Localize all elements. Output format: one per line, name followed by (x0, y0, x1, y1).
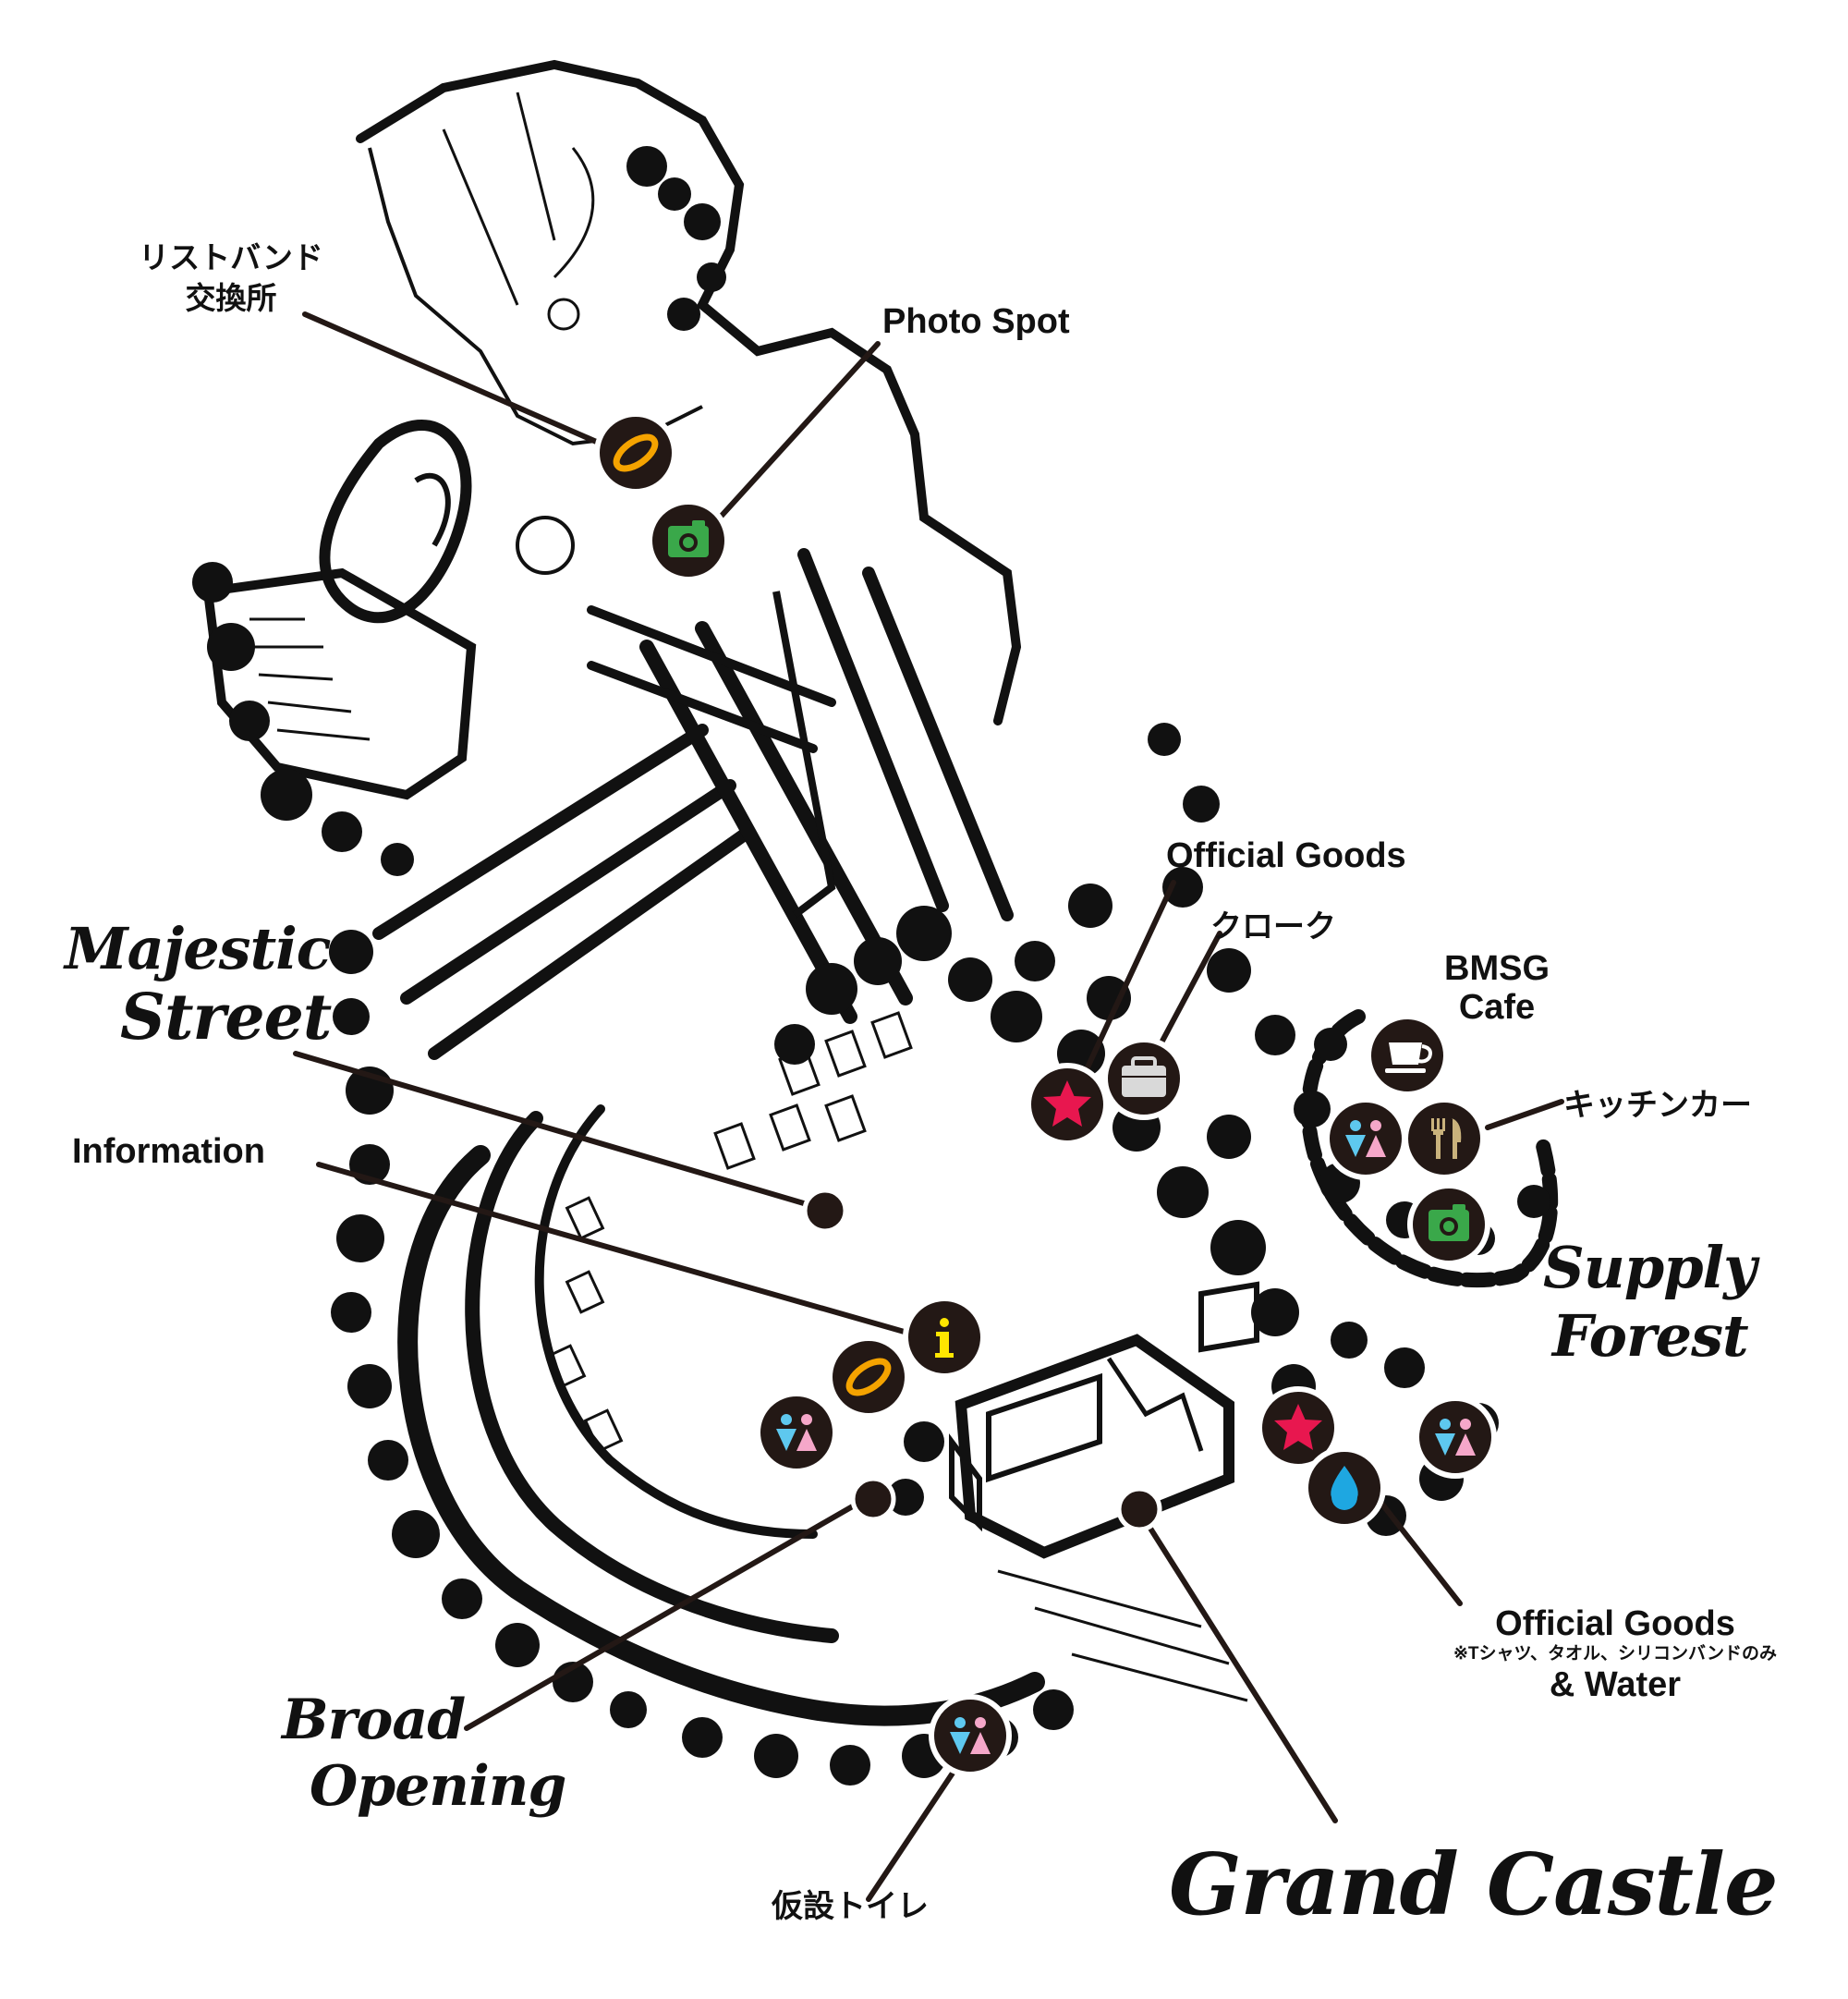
photo-spot-label: Photo Spot (882, 302, 1070, 341)
information-label: Information (72, 1132, 265, 1171)
toilet-marker-castle[interactable] (1414, 1396, 1497, 1479)
camera-icon (1429, 1204, 1469, 1241)
official-goods-marker-bottom[interactable] (1257, 1386, 1340, 1469)
temporary-toilet-marker[interactable] (929, 1694, 1012, 1777)
majestic-street-dot[interactable] (802, 1188, 848, 1234)
supply-forest-title: Supply Forest (1543, 1234, 1757, 1371)
official-goods-marker-top[interactable] (1026, 1063, 1109, 1146)
temporary-toilet-label: 仮設トイレ (772, 1889, 929, 1924)
wristband-marker-bottom[interactable] (827, 1335, 910, 1419)
water-label: & Water (1549, 1665, 1682, 1704)
toilet-marker-supply[interactable] (1324, 1097, 1407, 1180)
supply-line2: Forest (1552, 1302, 1749, 1370)
majestic-line1: Majestic (65, 915, 332, 982)
wristband-exchange-label: リストバンド 交換所 (139, 238, 323, 319)
bmsg-label-line2: Cafe (1458, 988, 1536, 1027)
broad-line1: Broad (282, 1688, 466, 1752)
bmsg-cafe-marker[interactable] (1366, 1014, 1449, 1097)
majestic-line2: Street (120, 981, 332, 1054)
information-marker[interactable] (903, 1296, 986, 1379)
official-goods-water-label: Official Goods ※Tシャツ、タオル、シリコンバンドのみ & Wat… (1453, 1605, 1777, 1703)
goods-note-label: ※Tシャツ、タオル、シリコンバンドのみ (1453, 1644, 1777, 1664)
bmsg-label-line1: BMSG (1444, 949, 1550, 988)
water-marker[interactable] (1303, 1446, 1386, 1530)
broad-line2: Opening (310, 1754, 566, 1819)
photo-spot-marker-top[interactable] (647, 499, 730, 582)
majestic-street-title: Majestic Street (65, 915, 332, 1054)
bmsg-cafe-label: BMSG Cafe (1444, 949, 1550, 1027)
wristband-label-line1: リストバンド (139, 240, 323, 274)
grand-castle-title: Grand Castle (1169, 1834, 1779, 1934)
kitchen-car-label: キッチンカー (1563, 1088, 1752, 1123)
cloak-label: クローク (1210, 909, 1336, 945)
cloak-marker[interactable] (1102, 1037, 1185, 1120)
map-illustration (192, 59, 1559, 1786)
supply-line1: Supply (1543, 1234, 1757, 1301)
wristband-marker-top[interactable] (594, 411, 677, 494)
photo-spot-marker-supply[interactable] (1407, 1183, 1490, 1266)
broad-opening-dot[interactable] (850, 1476, 896, 1522)
kitchen-car-marker[interactable] (1403, 1097, 1486, 1180)
camera-icon (668, 520, 709, 557)
broad-opening-title: Broad Opening (282, 1687, 566, 1820)
wristband-label-line2: 交換所 (185, 281, 277, 315)
markers (594, 411, 1497, 1777)
official-goods-top-label: Official Goods (1166, 836, 1406, 875)
grand-castle-dot[interactable] (1116, 1486, 1162, 1532)
toilet-marker-broad[interactable] (755, 1391, 838, 1474)
official-goods-bottom-label: Official Goods (1495, 1604, 1735, 1643)
leader-lines (293, 311, 1564, 1902)
